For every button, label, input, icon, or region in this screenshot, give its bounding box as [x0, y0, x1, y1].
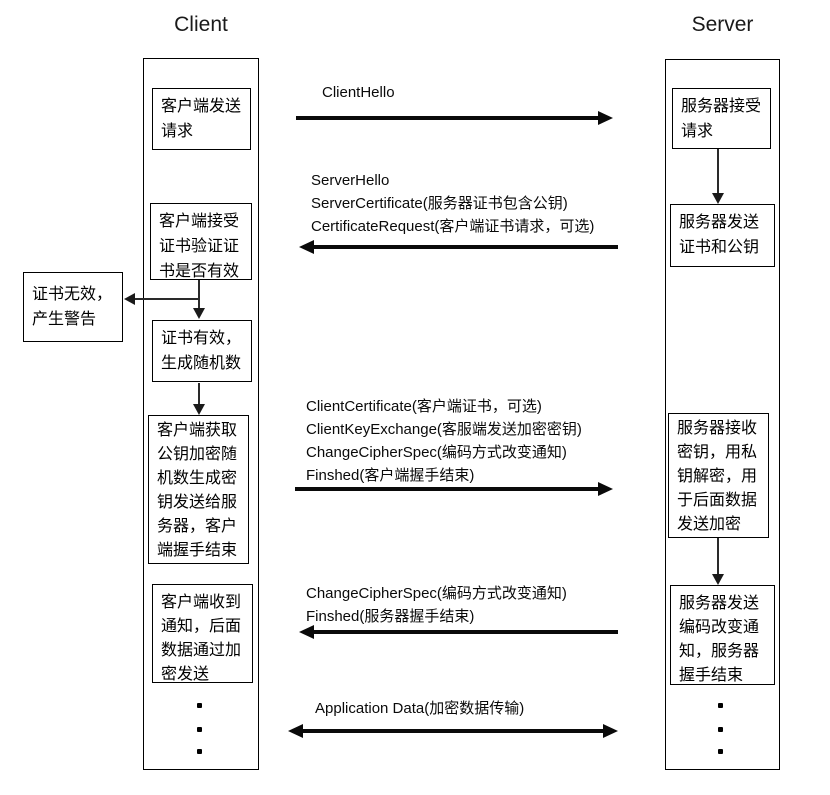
server-step-decrypt-key: 服务器接收 密钥，用私 钥解密，用 于后面数据 发送加密 — [668, 413, 769, 538]
arrowhead-right-icon — [598, 111, 613, 125]
server-flow-line-2 — [717, 538, 719, 575]
msg-serverhello-arrow — [299, 239, 618, 255]
msg-applicationdata-arrow — [288, 723, 618, 739]
arrow-shaft — [302, 729, 604, 733]
arrow-shaft — [296, 116, 599, 120]
arrow-shaft — [313, 245, 618, 249]
arrowhead-right-icon — [598, 482, 613, 496]
msg-clienthello-label: ClientHello — [322, 84, 395, 101]
arrow-down-icon — [712, 193, 724, 204]
ellipsis-dot — [197, 727, 202, 732]
arrowhead-right-icon — [603, 724, 618, 738]
arrowhead-left-icon — [299, 625, 314, 639]
msg-clientcertificate-arrow — [295, 481, 613, 497]
msg-serverhello-label: ServerHello ServerCertificate(服务器证书包含公钥)… — [311, 172, 595, 235]
msg-changecipherspec-label: ChangeCipherSpec(编码方式改变通知) Finshed(服务器握手… — [306, 585, 567, 625]
server-flow-line-1 — [717, 149, 719, 194]
msg-changecipherspec-arrow — [299, 624, 618, 640]
arrowhead-left-icon — [288, 724, 303, 738]
client-flow-line-1 — [198, 280, 200, 310]
client-title: Client — [174, 13, 228, 36]
server-step-change-cipher: 服务器发送 编码改变通 知，服务器 握手结束 — [670, 585, 775, 685]
msg-clienthello-arrow — [296, 110, 613, 126]
client-step-cert-valid: 证书有效， 生成随机数 — [152, 320, 252, 382]
client-warning-branch-line — [135, 298, 199, 300]
arrow-down-icon — [193, 308, 205, 319]
arrow-left-icon — [124, 293, 135, 305]
client-flow-line-2 — [198, 383, 200, 405]
arrowhead-left-icon — [299, 240, 314, 254]
client-warning-box: 证书无效， 产生警告 — [23, 272, 123, 342]
client-step-receive-notice: 客户端收到 通知，后面 数据通过加 密发送 — [152, 584, 253, 683]
msg-applicationdata-label: Application Data(加密数据传输) — [315, 700, 525, 717]
server-step-send-certificate: 服务器发送 证书和公钥 — [670, 204, 775, 267]
ellipsis-dot — [718, 727, 723, 732]
ellipsis-dot — [718, 749, 723, 754]
server-step-accept-request: 服务器接受 请求 — [672, 88, 771, 149]
ellipsis-dot — [718, 703, 723, 708]
msg-clientcertificate-label: ClientCertificate(客户端证书，可选) ClientKeyExc… — [306, 398, 582, 484]
server-title: Server — [691, 13, 754, 36]
arrow-down-icon — [712, 574, 724, 585]
arrow-shaft — [313, 630, 618, 634]
client-step-encrypt-key: 客户端获取 公钥加密随 机数生成密 钥发送给服 务器，客户 端握手结束 — [148, 415, 249, 564]
arrow-shaft — [295, 487, 599, 491]
client-step-verify-certificate: 客户端接受 证书验证证 书是否有效 — [150, 203, 252, 280]
arrow-down-icon — [193, 404, 205, 415]
ellipsis-dot — [197, 703, 202, 708]
ellipsis-dot — [197, 749, 202, 754]
client-step-send-request: 客户端发送 请求 — [152, 88, 251, 150]
